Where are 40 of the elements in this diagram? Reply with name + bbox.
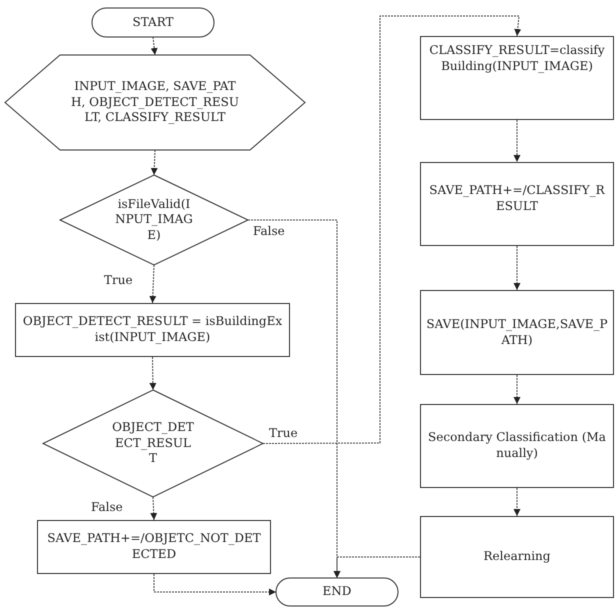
node-text: isFileValid(INPUT_IMAGE) — [115, 196, 193, 244]
decision-diamond — [43, 390, 263, 497]
arrow — [149, 356, 156, 390]
arrow — [262, 16, 522, 444]
arrow — [514, 246, 520, 290]
node-text: SAVE_PATH+=/OBJETC_NOT_DETECTED — [46, 531, 262, 563]
arrow — [150, 36, 158, 56]
node-text: SAVE(INPUT_IMAGE,SAVE_PATH) — [425, 316, 609, 348]
process-box — [420, 516, 614, 598]
arrow — [334, 556, 420, 578]
node-text: Secondary Classification (Manually) — [427, 430, 607, 462]
process-box — [15, 303, 290, 357]
node-text: OBJECT_DETECT_RESULT = isBuildingExist(INPUT_IMAGE) — [22, 314, 282, 346]
arrow — [514, 488, 520, 516]
arrow — [514, 120, 520, 162]
end-terminal — [276, 578, 398, 606]
edge-label: True — [268, 426, 299, 440]
process-box — [37, 520, 271, 574]
node-text: CLASSIFY_RESULT=classifyBuilding(INPUT_IMAGE) — [428, 43, 606, 74]
arrow — [150, 496, 158, 520]
node-text: Relearning — [482, 549, 552, 565]
start-terminal — [92, 8, 214, 37]
arrow — [154, 574, 276, 596]
edge-label: True — [103, 273, 134, 287]
node-text: OBJECT_DETECT_RESULT — [112, 420, 194, 467]
node-text: END — [322, 584, 352, 600]
decision-diamond — [60, 175, 248, 265]
process-box — [420, 404, 614, 488]
input-hexagon — [5, 55, 305, 150]
arrow — [149, 264, 156, 304]
process-box — [420, 290, 614, 375]
arrow — [150, 150, 158, 176]
process-box — [420, 36, 614, 120]
arrow — [514, 374, 520, 404]
node-text: START — [131, 14, 175, 30]
edge-label: False — [252, 224, 286, 238]
process-box — [420, 162, 614, 246]
node-text: INPUT_IMAGE, SAVE_PATH, OBJECT_DETECT_RESULT, CLASSIFY_RESULT — [70, 79, 240, 126]
node-text: SAVE_PATH+=/CLASSIFY_RESULT — [428, 183, 606, 214]
edge-label: False — [90, 500, 124, 514]
